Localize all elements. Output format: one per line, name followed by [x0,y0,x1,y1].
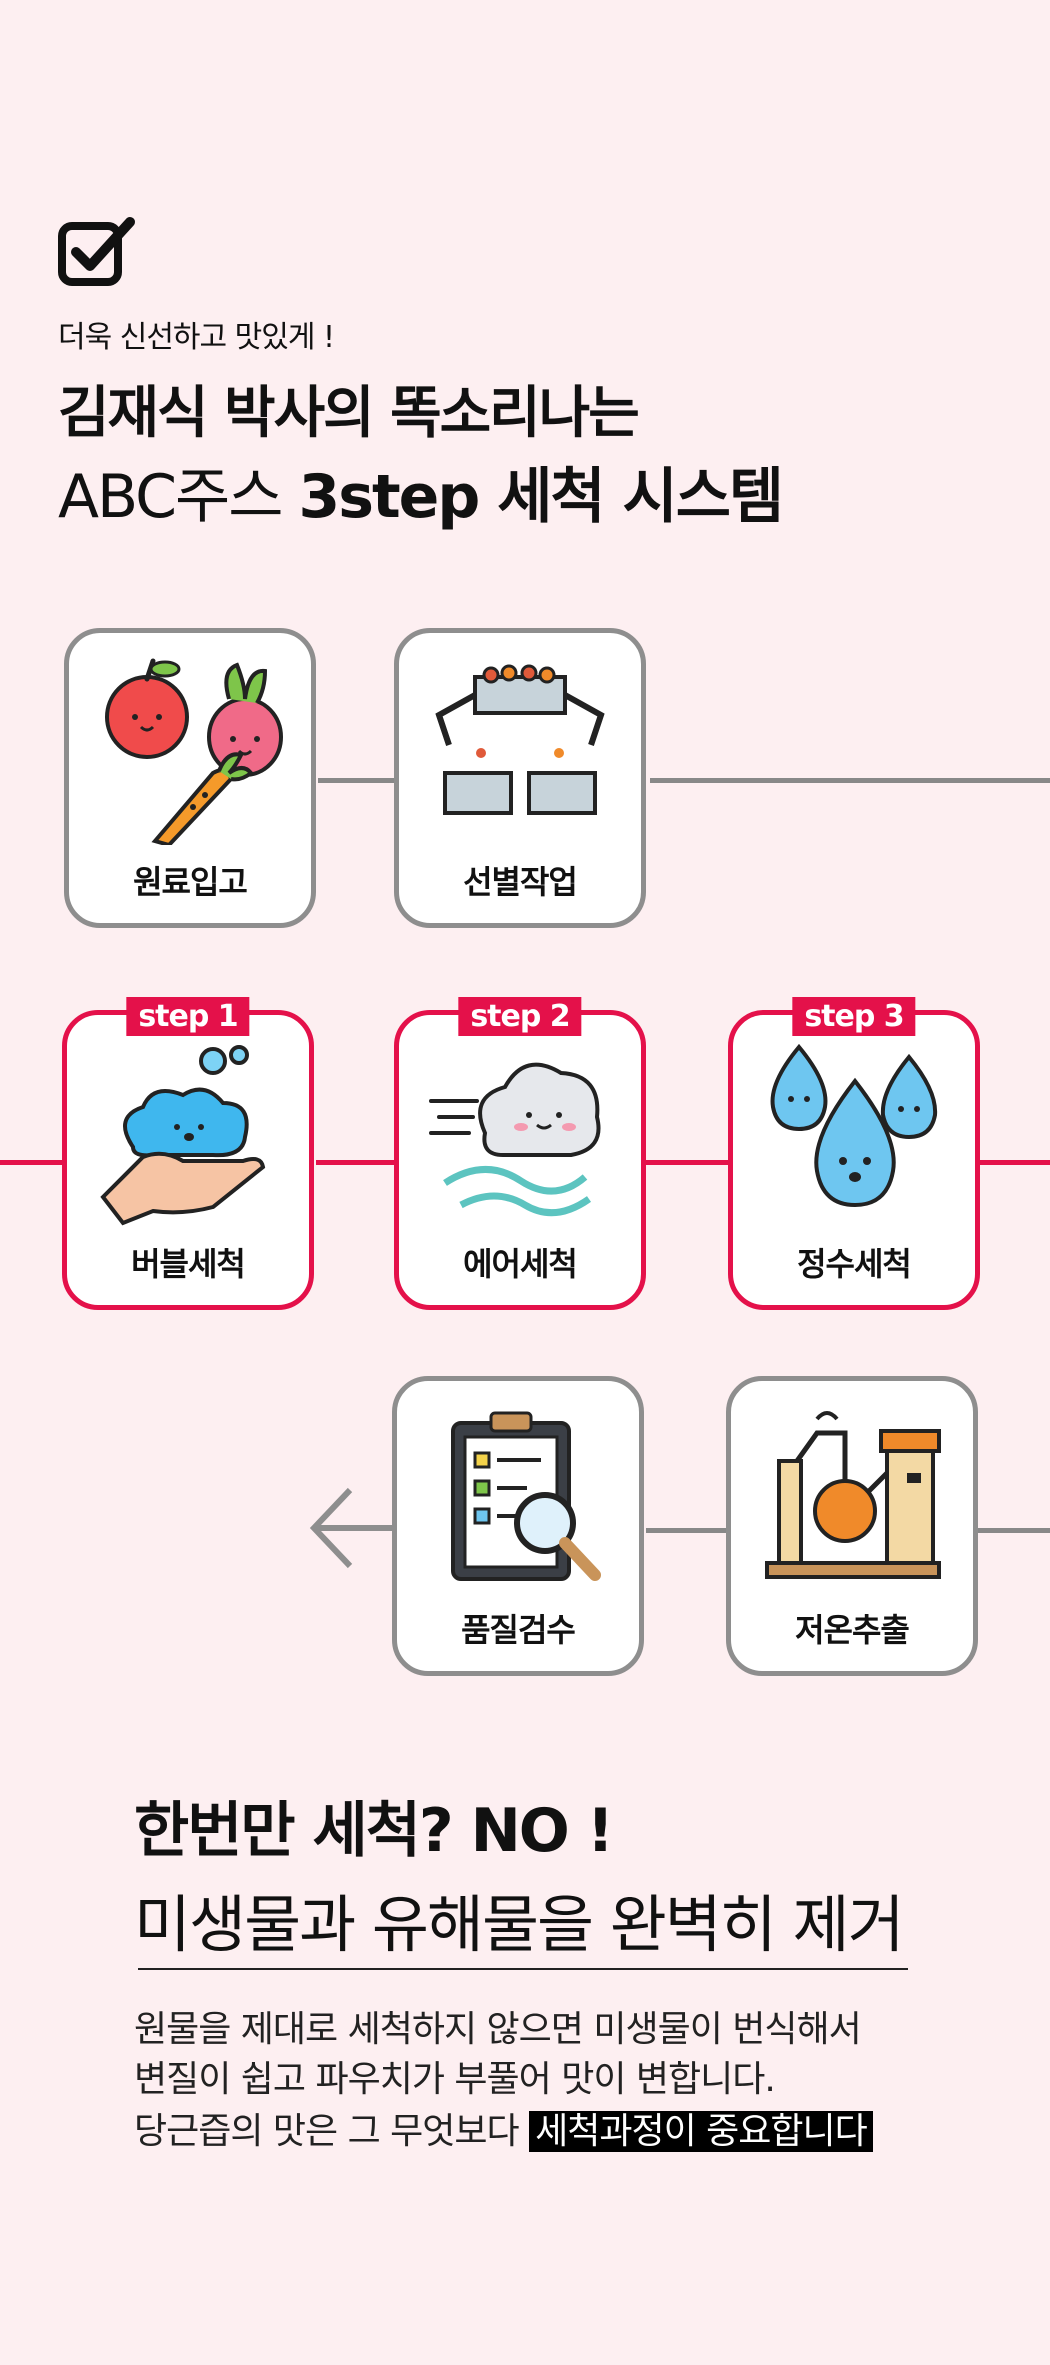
step-label: 선별작업 [463,863,578,901]
divider [138,1968,908,1970]
step-label: 원료입고 [133,863,248,901]
connector [646,1160,728,1165]
bottom-heading: 한번만 세척? NO ! [134,1796,614,1866]
arrow-left-icon [309,1487,394,1569]
step-water-wash: step 3 정수세척 [728,997,980,1310]
step-label: 정수세척 [797,1245,912,1283]
bottom-subheading: 미생물과 유해물을 완벽히 제거 [134,1888,905,1961]
wind-cloud-icon [429,1062,601,1217]
step-quality-check: 품질검수 [392,1376,644,1676]
connector [318,778,394,783]
step-label: 품질검수 [461,1611,576,1649]
highlighted-text: 세척과정이 중요합니다 [529,2111,873,2152]
step-cold-extract: 저온추출 [726,1376,978,1676]
step-label: 버블세척 [131,1245,246,1283]
connector [978,1528,1050,1533]
fruits-icon [105,658,283,845]
eyebrow-text: 더욱 신선하고 맛있게 ! [58,320,335,355]
paragraph-line-3: 당근즙의 맛은 그 무엇보다 세척과정이 중요합니다 [134,2102,873,2154]
title-line-2: ABC주스 3step 세척 시스템 [58,462,784,532]
connector [646,1528,726,1533]
clipboard-magnifier-icon [451,1411,601,1581]
sorting-machine-icon [435,664,605,815]
step-badge: step 1 [126,997,250,1036]
water-drops-icon [770,1043,938,1208]
step-badge: step 2 [458,997,582,1036]
bubble-hand-icon [100,1045,266,1226]
step-badge: step 3 [792,997,916,1036]
checkbox-checked-icon [58,217,135,286]
step-sorting: 선별작업 [394,628,646,928]
paragraph-line-2: 변질이 쉽고 파우치가 부풀어 맛이 변합니다. [134,2059,776,2100]
connector [0,1160,64,1165]
connector [980,1160,1050,1165]
step-label: 저온추출 [795,1611,910,1649]
connector [316,1160,394,1165]
connector [650,778,1050,783]
paragraph-line-1: 원물을 제대로 세척하지 않으면 미생물이 번식해서 [134,2009,862,2050]
step-air-wash: step 2 에어세척 [394,997,646,1310]
title-line-1: 김재식 박사의 똑소리나는 [58,381,640,446]
step-bubble-wash: step 1 버블세척 [62,997,314,1310]
extraction-machine-icon [765,1411,941,1579]
step-label: 에어세척 [463,1245,578,1283]
step-raw-input: 원료입고 [64,628,316,928]
